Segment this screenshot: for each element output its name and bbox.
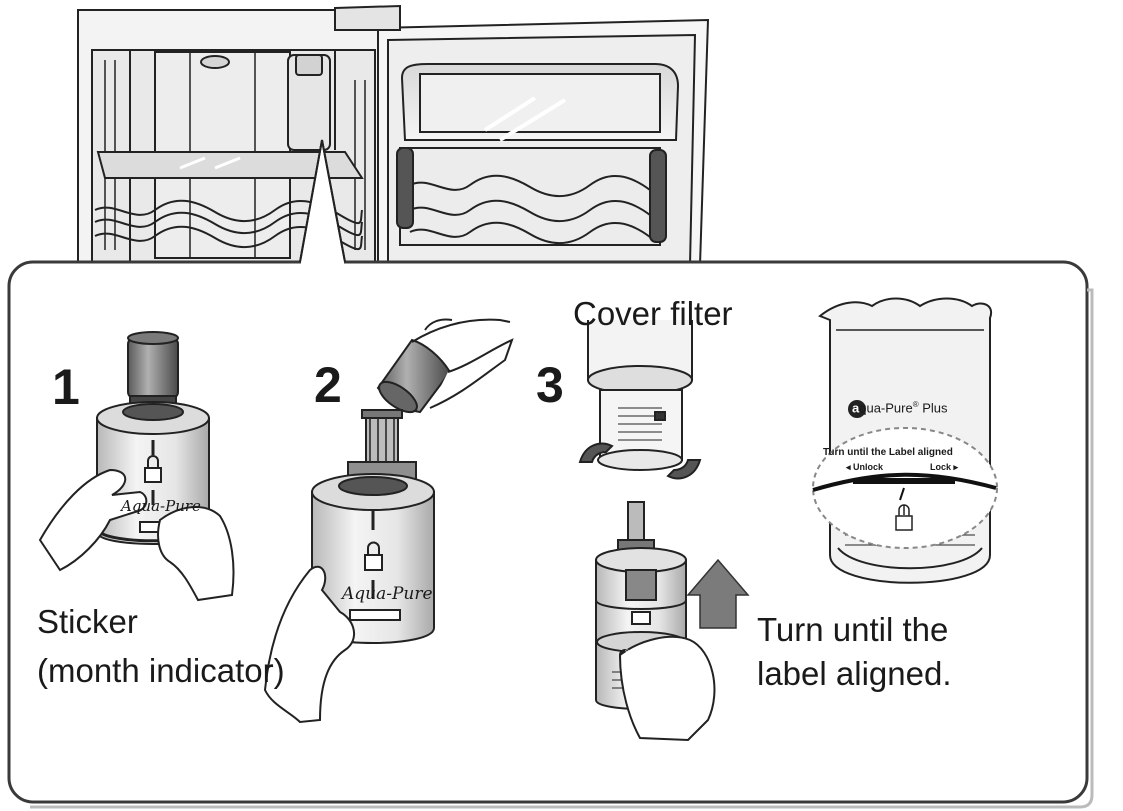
step3-cover-filter	[578, 320, 702, 480]
sticker-label-line2: (month indicator)	[37, 652, 285, 689]
step2-hand	[263, 565, 355, 724]
door-hinge	[334, 4, 401, 31]
step3-hand	[618, 635, 716, 742]
product-logo-text: qua-Pure	[859, 400, 913, 416]
glass-shelf	[96, 151, 364, 179]
turn-label-line2: label aligned.	[757, 655, 952, 692]
refrigerator	[77, 4, 710, 266]
sticker-label-line1: Sticker	[37, 603, 138, 640]
filter-brand-step1: Aqua-Pure	[121, 497, 201, 515]
step1-hands	[38, 468, 235, 602]
step-number-1: 1	[52, 359, 80, 415]
product-logo: aqua-Pure® Plus	[852, 400, 948, 415]
label-window-lock: Lock ▸	[930, 462, 959, 472]
filter-brand-step2: Aqua-Pure	[342, 584, 433, 604]
push-up-arrow	[686, 558, 750, 629]
product-logo-a: a	[852, 400, 860, 416]
step2-cap-in-hand	[376, 318, 514, 414]
step-number-3: 3	[536, 357, 564, 413]
label-zoom-window	[812, 427, 998, 549]
turn-label-line1: Turn until the	[757, 611, 949, 648]
aqua-logo	[848, 400, 866, 418]
step-number-2: 2	[314, 357, 342, 413]
maker-badge: SAMSUNG	[625, 650, 656, 656]
product-logo-plus: Plus	[918, 400, 948, 416]
cover-text-lines	[618, 407, 662, 441]
label-window-unlock: ◂ Unlock	[846, 462, 884, 472]
label-window-title: Turn until the Label aligned	[823, 447, 953, 458]
door-wine-rack	[396, 147, 667, 246]
product-logo-reg: ®	[912, 400, 919, 409]
cover-filter-label: Cover filter	[573, 295, 733, 332]
